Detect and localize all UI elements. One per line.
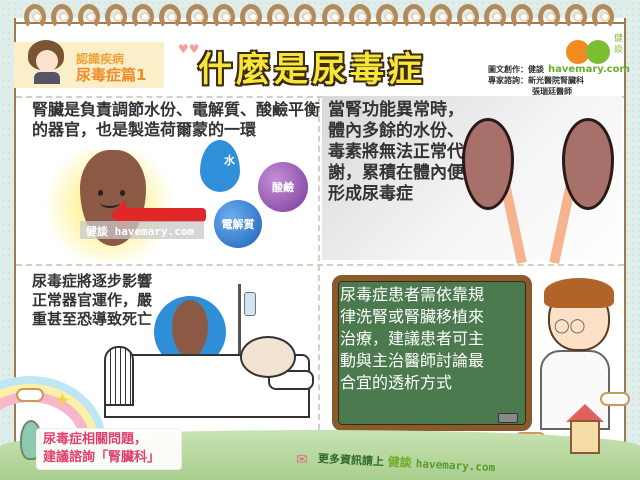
spiral-binding (24, 4, 614, 32)
page-title: 什麼是尿毒症 (198, 50, 426, 90)
patient-icon (240, 336, 296, 378)
acid-base-ball-icon: 酸鹼 (258, 162, 308, 212)
cloud-icon (600, 392, 630, 406)
ring-icon (537, 4, 560, 30)
ring-icon (132, 4, 155, 30)
ring-icon (483, 4, 506, 30)
note-line: 建議諮詢「腎臟科」 (43, 450, 161, 465)
house-icon (570, 420, 600, 454)
divider (16, 96, 624, 98)
ring-icon (348, 4, 371, 30)
ring-icon (456, 4, 479, 30)
episode-label: 尿毒症篇1 (76, 66, 147, 84)
author-name: 健談 (528, 65, 544, 74)
arrow-left-icon (110, 200, 206, 230)
worried-kidney-icon (172, 300, 208, 358)
ring-icon (402, 4, 425, 30)
note-line: 尿毒症相關問題， (43, 432, 148, 447)
ring-icon (591, 4, 614, 30)
consultant-label: 專家諮詢： (488, 76, 528, 85)
doctor-hair (544, 278, 614, 308)
brand-site: havemary.com (548, 64, 630, 75)
author-avatar (28, 40, 64, 84)
binding-line (14, 22, 626, 24)
envelope-icon: ✉ (296, 452, 308, 468)
credits: 圖文創作：健談 havemary.com 專家諮詢：新光醫院腎臟科 張瑞廷醫師 (488, 64, 630, 97)
sad-kidney-right-icon (562, 118, 614, 210)
glasses-icon: ◯◯ (554, 318, 586, 334)
cloud-icon (16, 388, 44, 402)
ring-icon (78, 4, 101, 30)
chalkboard (332, 275, 532, 431)
watermark: 健談 havemary.com (80, 221, 204, 239)
house-roof-icon (566, 404, 604, 422)
sad-kidney-left-icon (462, 118, 514, 210)
electrolyte-ball-icon: 電解質 (214, 200, 262, 248)
series-label: 認識疾病 (76, 52, 125, 66)
brand-logo-icon (566, 34, 614, 66)
eraser-icon (498, 413, 518, 423)
divider (16, 264, 624, 266)
ring-icon (24, 4, 46, 30)
ring-icon (105, 4, 128, 30)
more-info-prefix: 更多資訊請上 (317, 452, 385, 469)
ring-icon (240, 4, 263, 30)
more-info-brand: 健談 (387, 454, 413, 470)
ring-icon (429, 4, 452, 30)
ring-icon (564, 4, 587, 30)
iv-bag-icon (244, 292, 256, 316)
ring-icon (510, 4, 533, 30)
bed-rail-icon (104, 346, 134, 406)
panel-kidney-function-text: 腎臟是負責調節水份、電解質、酸鹼平衡 的器官，也是製造荷爾蒙的一環 (32, 100, 321, 139)
consult-note: 尿毒症相關問題， 建議諮詢「腎臟科」 (36, 428, 182, 470)
star-icon: ✦ (54, 388, 71, 412)
divider (318, 96, 320, 430)
brand-name: 健談 (614, 34, 624, 55)
water-drop-icon: 水 (200, 140, 240, 192)
panel-treatment-text: 尿毒症患者需依靠規 律洗腎或腎臟移植來 治療，建議患者可主 動與主治醫師討論最 … (340, 285, 485, 392)
more-info-site[interactable]: havemary.com (415, 457, 496, 475)
hearts-icon: ♥♥ (178, 42, 200, 56)
author-label: 圖文創作： (488, 65, 528, 74)
ring-icon (267, 4, 290, 30)
ring-icon (159, 4, 182, 30)
ring-icon (375, 4, 398, 30)
ring-icon (321, 4, 344, 30)
consultant-dept: 新光醫院腎臟科 (528, 76, 584, 85)
panel-kidney-failure-text: 當腎功能異常時， 體內多餘的水份、 毒素將無法正常代 謝，累積在體內便 形成尿毒… (328, 100, 464, 204)
ring-icon (186, 4, 209, 30)
consultant-name: 張瑞廷醫師 (532, 87, 572, 96)
panel-organ-impact-text: 尿毒症將逐步影響 正常器官運作，嚴 重甚至恐導致死亡 (32, 272, 153, 328)
ring-icon (213, 4, 236, 30)
iv-pole-icon (238, 284, 241, 394)
ring-icon (51, 4, 74, 30)
ring-icon (294, 4, 317, 30)
